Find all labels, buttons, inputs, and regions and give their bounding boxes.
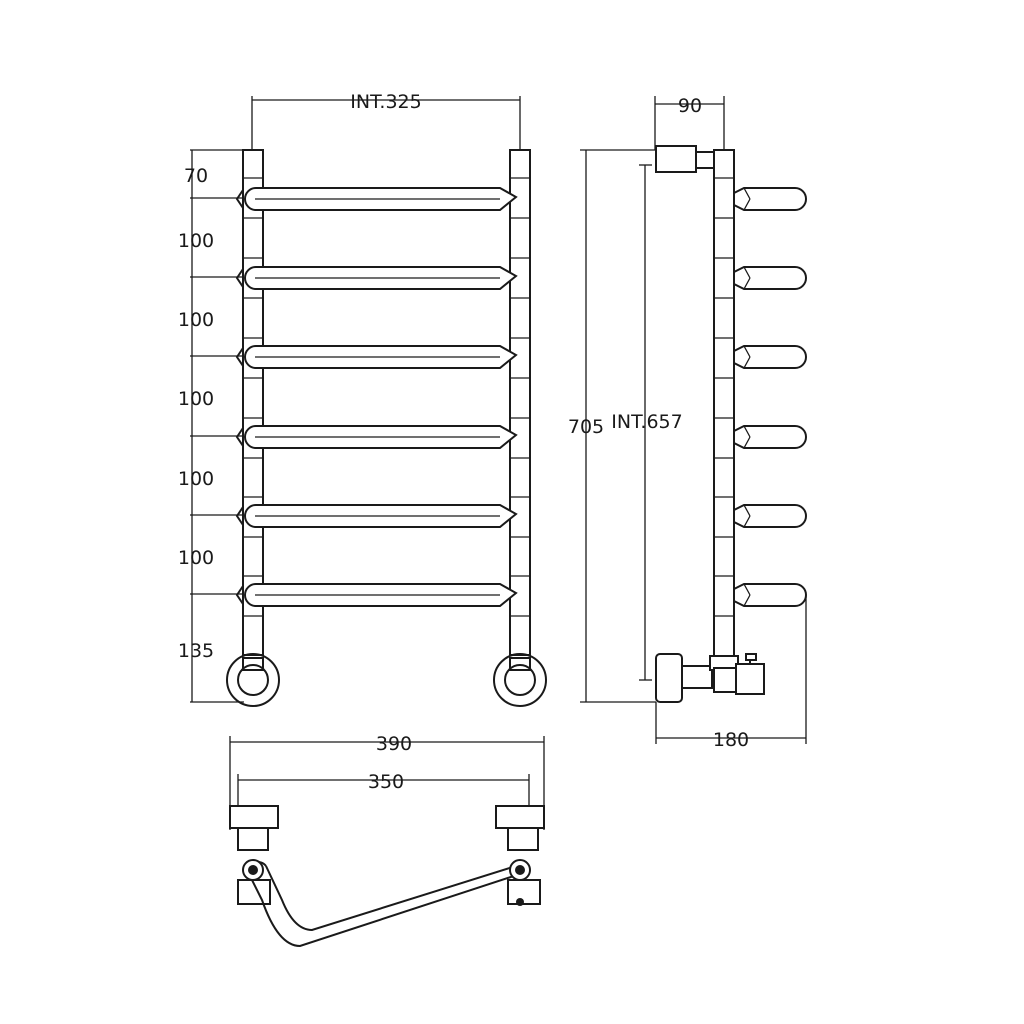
top-inner-width-label: 350 bbox=[368, 771, 404, 793]
side-height-label: 705 bbox=[568, 416, 604, 438]
top-right-bracket bbox=[495, 805, 545, 829]
spacing-label-4: 100 bbox=[178, 468, 214, 490]
spacing-label-1: 100 bbox=[178, 230, 214, 252]
top-view: 390 350 bbox=[229, 733, 545, 948]
spacing-label-top: 70 bbox=[184, 165, 208, 187]
side-depth-label: 90 bbox=[678, 95, 702, 117]
front-width-label: INT.325 bbox=[350, 91, 421, 113]
right-valve bbox=[493, 653, 547, 707]
spacing-label-3: 100 bbox=[178, 388, 214, 410]
spacing-label-2: 100 bbox=[178, 309, 214, 331]
side-post bbox=[713, 149, 735, 659]
left-post bbox=[242, 149, 264, 656]
right-post bbox=[509, 149, 531, 656]
side-projection-label: 180 bbox=[713, 729, 749, 751]
spacing-label-5: 100 bbox=[178, 547, 214, 569]
front-view: INT.325 70 100 100 100 100 100 135 bbox=[178, 91, 547, 707]
side-view: 90 705 INT.657 bbox=[568, 95, 807, 751]
side-rails bbox=[733, 187, 807, 607]
spacing-label-bottom: 135 bbox=[178, 640, 214, 662]
top-outer-width-label: 390 bbox=[376, 733, 412, 755]
left-valve bbox=[226, 653, 280, 707]
side-inner-height-label: INT.657 bbox=[611, 411, 682, 433]
rails bbox=[235, 187, 518, 607]
top-bracket bbox=[655, 145, 697, 173]
side-valve bbox=[655, 653, 765, 703]
top-left-bracket bbox=[229, 805, 279, 829]
